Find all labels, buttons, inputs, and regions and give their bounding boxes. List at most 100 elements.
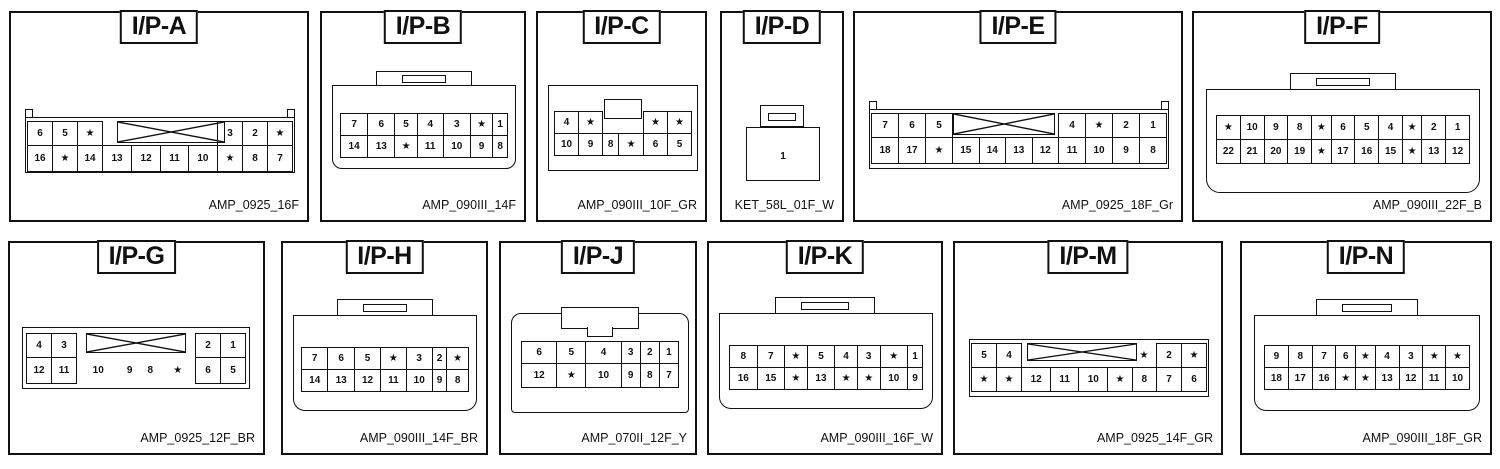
- pin-cell: 5: [971, 343, 997, 368]
- pin-grid: 8 7 ★ 5 4 3 ★ 1 16 15 ★ 13 ★ ★ 10 9: [729, 345, 923, 390]
- pin-cell: 14: [978, 137, 1006, 164]
- pin-cell: 10: [1085, 137, 1113, 164]
- pin-cell: 1: [907, 345, 923, 368]
- pin-cell: ★: [1445, 345, 1470, 368]
- pin-cell: ★: [834, 367, 858, 390]
- connector-code: AMP_0925_12F_BR: [140, 431, 255, 445]
- pin-cell: 10: [1445, 367, 1470, 390]
- connector-panel-iph: I/P-H 7 6 5 ★ 3 2 ★ 14 13 12 11 10 9 8: [281, 240, 488, 455]
- latch-inner: [363, 304, 407, 312]
- pin-cell: ★: [784, 345, 808, 368]
- pin-cell: 13: [806, 367, 836, 390]
- pin-cell: 20: [1263, 139, 1289, 164]
- connector-code: KET_58L_01F_W: [734, 198, 834, 212]
- pin-cell: 2: [1112, 113, 1140, 138]
- connector-code: AMP_090III_22F_B: [1372, 198, 1482, 212]
- pin-cell: 6: [643, 133, 668, 156]
- pin-cell: 6: [520, 341, 558, 364]
- pin-cell: ★: [160, 357, 196, 384]
- pin-cell: 4: [554, 111, 579, 134]
- pin-cell: 12: [1398, 367, 1424, 390]
- pin-cell: 8: [446, 369, 469, 392]
- connector-face: 4 ★ ★ ★ 10 9 8 ★ 6 5: [548, 85, 698, 175]
- pin-cell: ★: [856, 367, 881, 390]
- latch-inner: [1342, 304, 1392, 312]
- pin-cell: 10: [76, 357, 120, 384]
- pin-cell: 8: [729, 345, 758, 368]
- pin-cell: 11: [1058, 137, 1086, 164]
- pin-cell: 2: [242, 121, 268, 146]
- connector-title: I/P-A: [119, 10, 199, 44]
- connector-face: 1: [746, 105, 820, 181]
- pin-cell: 13: [1374, 367, 1400, 390]
- pin-cell: 5: [806, 345, 836, 368]
- pin-cell: 2: [195, 333, 221, 358]
- pin-cell: ★: [1401, 115, 1423, 140]
- pin-cell: 4: [585, 341, 622, 364]
- connector-code: AMP_0925_18F_Gr: [1061, 198, 1173, 212]
- pin-cell: 8: [1131, 367, 1157, 392]
- connector-face: 6 5 ★ 3 2 ★ 16 ★ 14 13 12 11 10 ★ 8 7: [25, 109, 295, 185]
- pin-grid: 1: [748, 143, 818, 169]
- pin-grid: 7 6 5 4 3 ★ 1 14 13 ★ 11 10 9 8: [339, 113, 508, 158]
- pin-cell: 4: [996, 343, 1022, 368]
- pin-cell: ★: [667, 111, 692, 134]
- pin-cell: 3: [442, 113, 471, 136]
- connector-panel-ipm: I/P-M 5 4 ★ 2 ★ ★ ★ 12 11 10 ★ 8 7 6: [953, 240, 1223, 455]
- pin-cell: 5: [394, 113, 418, 136]
- pin-cell: 5: [353, 347, 382, 370]
- pin-cell: ★: [925, 137, 953, 164]
- pin-cell: ★: [643, 111, 668, 134]
- pin-cell: 6: [327, 347, 355, 370]
- connector-title: I/P-N: [1326, 240, 1406, 274]
- pin-cell: 3: [1398, 345, 1424, 368]
- pin-cell: 4: [1378, 115, 1403, 140]
- pin-cell: 4: [834, 345, 858, 368]
- latch-inner: [587, 327, 613, 337]
- pin-cell: 6: [1330, 115, 1356, 140]
- latch-inner: [1316, 78, 1370, 86]
- pin-cell: ★: [556, 363, 587, 388]
- connector-panel-ipb: I/P-B 7 6 5 4 3 ★ 1 14 13 ★ 11 10 9 8: [320, 10, 526, 222]
- pin-cell: 7: [871, 113, 899, 138]
- pin-cell: 11: [1050, 367, 1080, 392]
- pin-cell: 8: [639, 363, 660, 388]
- connector-panel-ipj: I/P-J 6 5 4 3 2 1 12 ★ 10 9 8 7 AMP_070I…: [499, 240, 697, 455]
- pin-cell: ★: [1216, 115, 1241, 140]
- pin-cell: 8: [139, 357, 161, 384]
- pin-grid: 7 6 5 4 ★ 2 1 18 17 ★ 15 14 13 12 11 10 …: [871, 113, 1167, 164]
- connector-face: 9 8 7 6 ★ 4 3 ★ ★ 18 17 16 ★ ★ 13 12 11 …: [1254, 299, 1480, 415]
- pin-cell: 9: [469, 135, 494, 158]
- pin-cell: 15: [952, 137, 980, 164]
- pin-grid: 7 6 5 ★ 3 2 ★ 14 13 12 11 10 9 8: [300, 347, 469, 392]
- pin-grid: 4 ★ ★ ★ 10 9 8 ★ 6 5: [554, 111, 692, 156]
- pin-cell: 1: [1445, 115, 1470, 140]
- pin-cell: 11: [1422, 367, 1447, 390]
- pin-cell: 9: [119, 357, 140, 384]
- pin-cell: 13: [367, 135, 396, 158]
- pin-cell: 10: [442, 135, 471, 158]
- pin-cell: 17: [898, 137, 926, 164]
- pin-cell: ★: [394, 135, 418, 158]
- pin-cell: 21: [1239, 139, 1265, 164]
- pin-cell: 7: [339, 113, 369, 136]
- pin-cell: 1: [658, 341, 680, 364]
- pin-cell: 1: [748, 143, 818, 169]
- pin-cell: 14: [77, 145, 103, 172]
- pin-cell: ★: [446, 347, 469, 370]
- pin-cell: ★: [618, 133, 644, 156]
- pin-cell: 11: [51, 357, 77, 384]
- pin-cell: 15: [756, 367, 786, 390]
- pin-cell: 3: [620, 341, 641, 364]
- pin-cell: 3: [217, 121, 243, 146]
- pin-cell: 12: [353, 369, 382, 392]
- connector-code: AMP_0925_14F_GR: [1096, 431, 1213, 445]
- connector-face: ★ 10 9 8 ★ 6 5 4 ★ 2 1 22 21 20 19 ★ 17 …: [1206, 73, 1480, 197]
- connector-panel-ipg: I/P-G 4 3 2 1 12 11 10 9 8 ★ 6 5: [8, 240, 265, 455]
- pin-grid: 9 8 7 6 ★ 4 3 ★ ★ 18 17 16 ★ ★ 13 12 11 …: [1264, 345, 1470, 390]
- connector-code: AMP_0925_16F: [208, 198, 299, 212]
- pin-cell: ★: [1355, 367, 1376, 390]
- pin-cell: 10: [187, 145, 219, 172]
- pin-cell: 4: [1374, 345, 1400, 368]
- pin-cell: ★: [52, 145, 78, 172]
